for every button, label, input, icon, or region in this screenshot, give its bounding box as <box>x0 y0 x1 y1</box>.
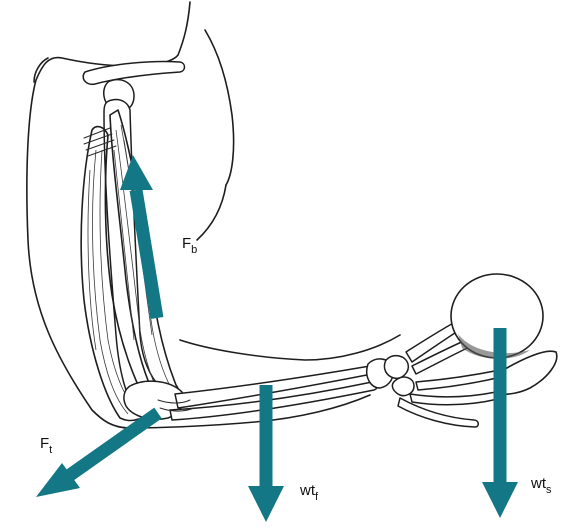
sphere-weight-label: wts <box>530 475 552 496</box>
triceps-force-label: Ft <box>40 435 52 456</box>
body-outline <box>27 2 400 428</box>
biceps-force-label: Fb <box>182 235 197 256</box>
biceps-force-arrow <box>136 190 157 318</box>
sphere-weight-arrowhead <box>482 482 518 518</box>
shoulder-bones <box>83 61 184 111</box>
forearm-bones <box>124 366 378 420</box>
forearm-weight-label: wtf <box>299 482 319 503</box>
triceps-force-arrow <box>70 413 158 475</box>
forearm-weight-arrowhead <box>248 486 284 522</box>
